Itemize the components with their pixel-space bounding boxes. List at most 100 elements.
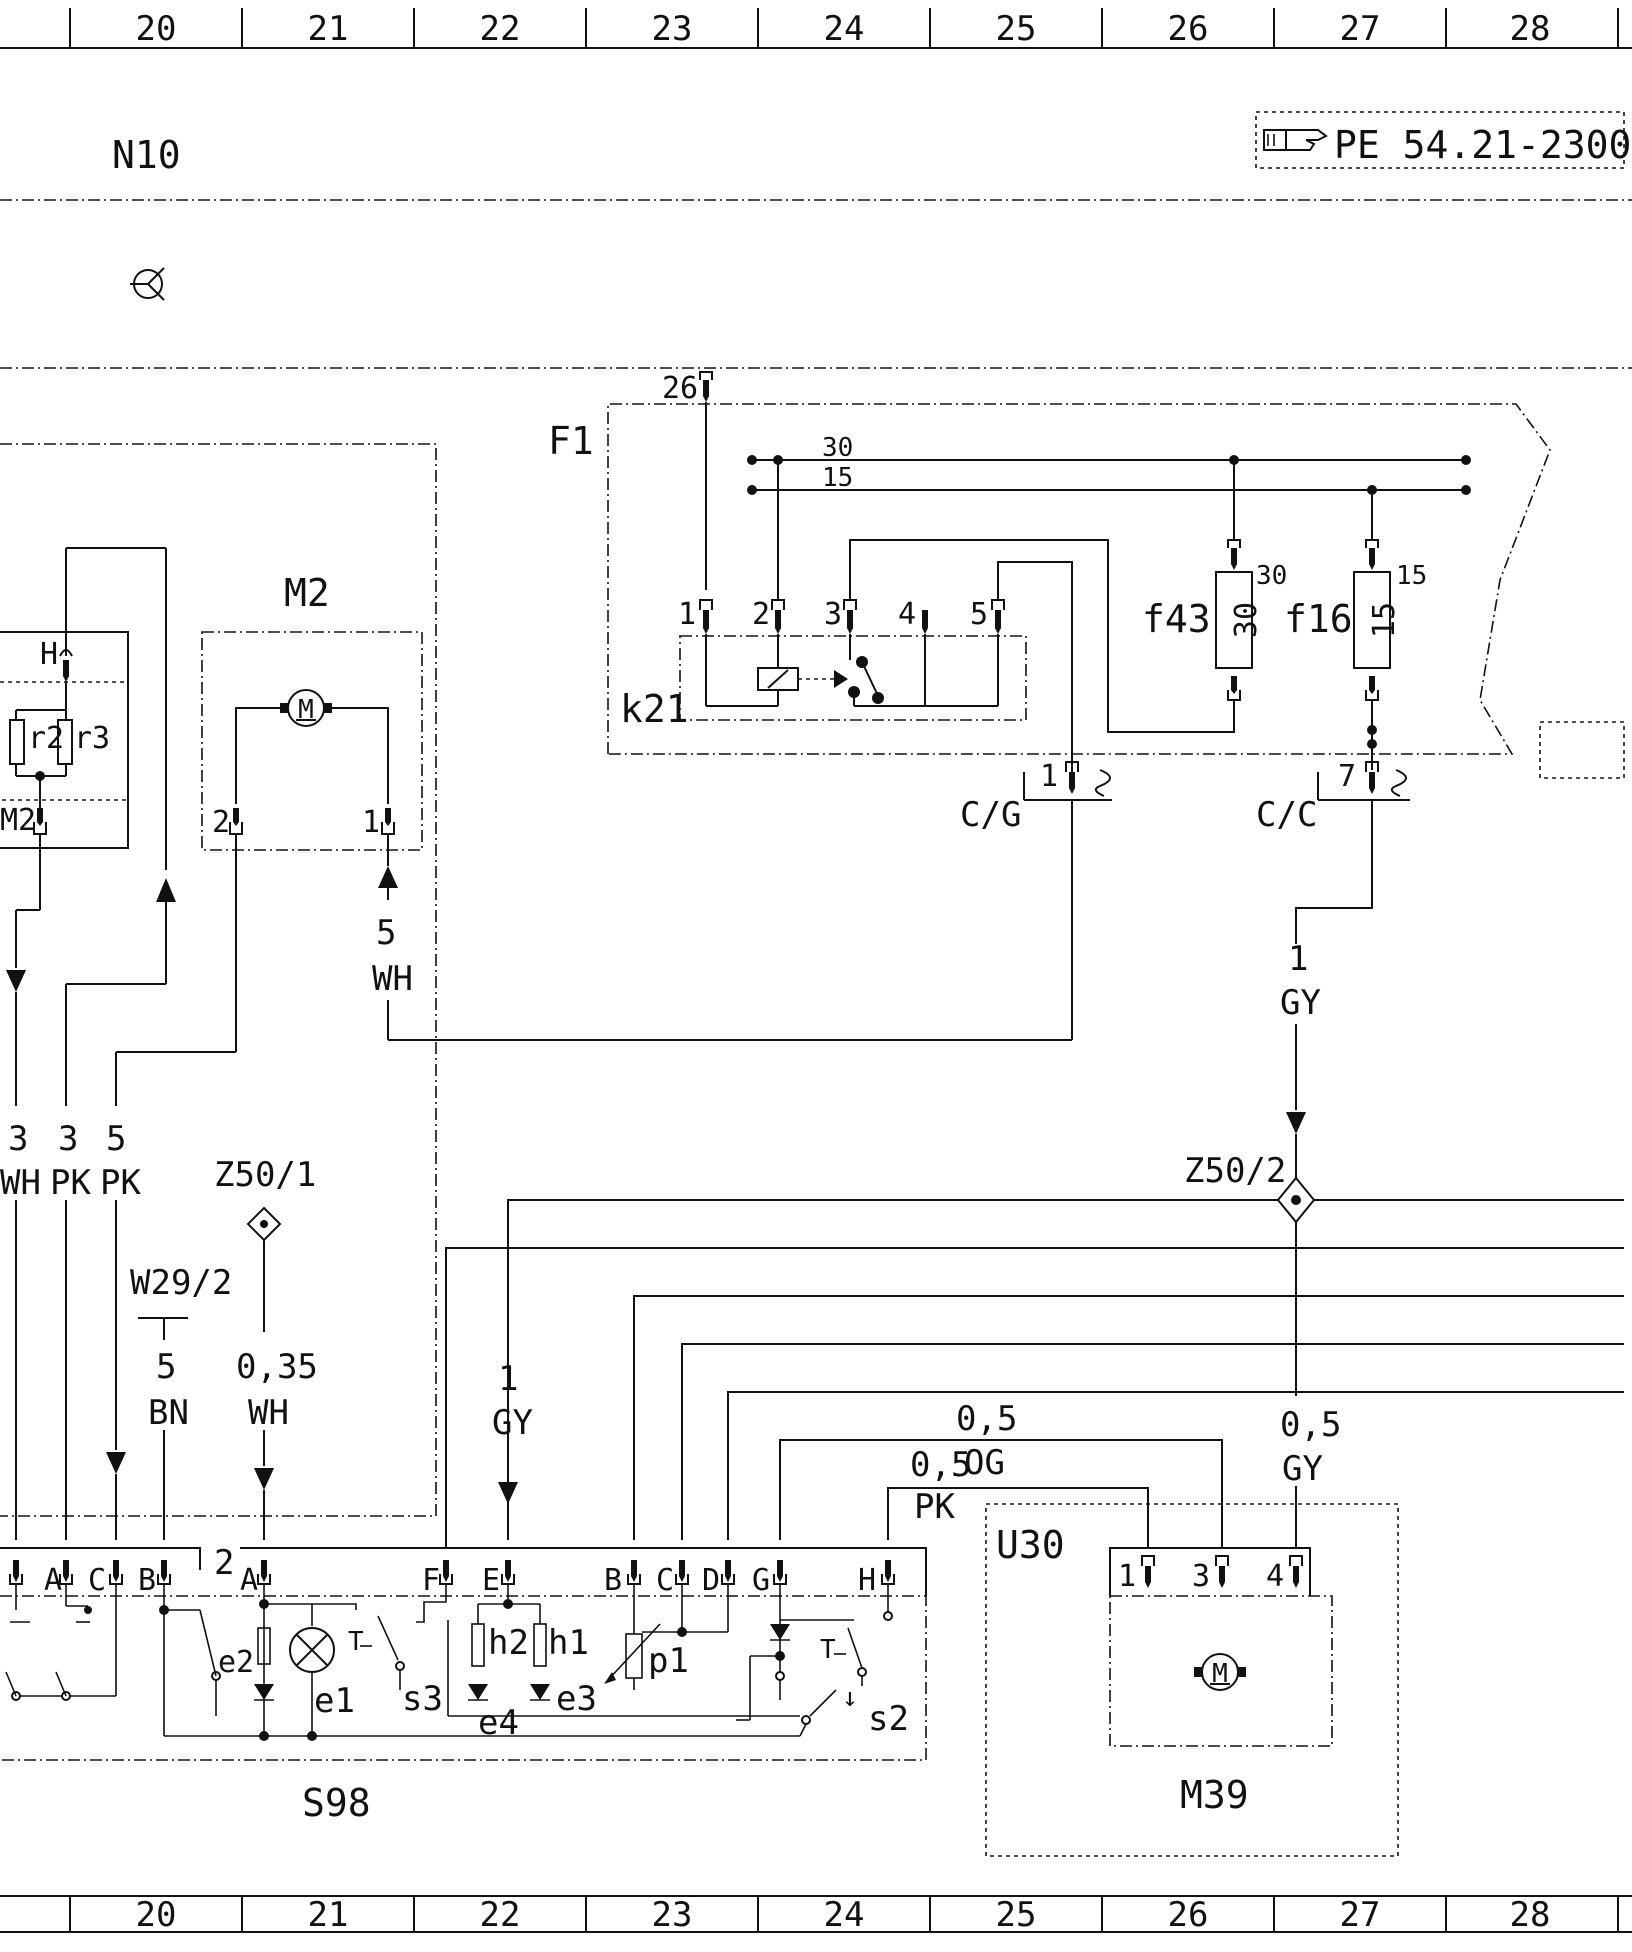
col-label-24: 24 [824,1895,865,1935]
col-label-27: 27 [1340,9,1381,49]
svg-text:E: E [482,1563,500,1598]
svg-text:B: B [604,1563,622,1598]
connector-cg: 1 C/G [960,759,1112,835]
svg-text:D: D [702,1563,720,1598]
gy-top-color: GY [1280,983,1321,1023]
col-label-27: 27 [1340,1895,1381,1935]
harness-lines: 1 GY 0,5 OG 0,5 PK [445,1199,1624,1548]
pk-size: 0,5 [910,1445,971,1485]
wire-2-color: PK [50,1163,91,1203]
svg-text:H: H [858,1563,876,1598]
svg-text:G: G [752,1563,770,1598]
top-column-ruler: 20 21 22 23 24 25 26 27 28 [0,8,1632,49]
s98-pin-group: 2 [214,1543,234,1583]
w29-2: W29/2 5 BN [130,1263,232,1540]
gy-mid-color: GY [492,1403,533,1443]
s3-label: s3 [402,1679,443,1719]
e4-label: e4 [478,1703,519,1743]
reference-text: PE 54.21-2300 [1334,123,1631,167]
z50-2-name: Z50/2 [1184,1151,1286,1191]
u30-pin-1: 1 [1118,1555,1155,1594]
h1-label: h1 [548,1623,589,1663]
fuse-f43-rating: 30 [1229,602,1264,638]
h2-label: h2 [488,1623,529,1663]
og-color: OG [964,1443,1005,1483]
motor-m2-symbol: M [298,695,314,725]
relay-pin-1: 1 [678,597,713,634]
fuse-box-f1: F1 26 30 15 k21 1 2 3 [548,371,1625,835]
motor-m2: M2 M 2 1 5 WH [115,571,1073,1106]
col-label-21: 21 [308,9,349,49]
svg-text:2: 2 [752,597,770,632]
wire-2-size: 3 [58,1119,78,1159]
s98-pin-g: G [752,1560,787,1598]
fuse-f16-name: f16 [1284,597,1353,641]
col-label-22: 22 [480,9,521,49]
gy-top-size: 1 [1288,939,1308,979]
pin-h-label: H [40,637,58,672]
gy-right-size: 0,5 [1280,1405,1341,1445]
svg-text:5: 5 [970,597,988,632]
wire-3-color: PK [100,1163,141,1203]
connector-cg-pin: 1 [1040,759,1058,794]
section-title: N10 [112,133,181,177]
fuse-box-name: F1 [548,419,594,463]
svg-text:T: T [348,1627,364,1657]
wire-1-color: WH [0,1163,41,1203]
svg-text:4: 4 [1266,1559,1284,1594]
relay-name: k21 [620,687,689,731]
w29-color: BN [148,1393,189,1433]
z50-1-size: 0,35 [236,1347,318,1387]
s98-left-pins: A C B [9,1560,171,1598]
connector-cg-label: C/G [960,795,1021,835]
svg-text:A: A [240,1563,258,1598]
og-size: 0,5 [956,1399,1017,1439]
col-label-26: 26 [1168,1895,1209,1935]
left-unit: H r2 r3 M2 [0,443,437,1517]
motor-m2-name: M2 [284,571,330,615]
header: N10 PE 54.21-2300 [0,111,1632,369]
reference-box [1255,111,1625,169]
svg-text:4: 4 [898,597,916,632]
u30-pin-3: 3 [1192,1555,1229,1594]
relay-pin-2: 2 [752,597,785,634]
gy-right-color: GY [1282,1449,1323,1489]
s98-pin-e: E [482,1560,515,1598]
col-label-20: 20 [136,1895,177,1935]
connector-cc-label: C/C [1256,795,1317,835]
svg-text:T: T [820,1635,836,1665]
svg-text:3: 3 [1192,1559,1210,1594]
svg-text:M: M [1212,1659,1228,1689]
ground-symbol-icon [130,267,165,301]
s98-pin-f: F [422,1560,453,1598]
col-label-25: 25 [996,9,1037,49]
motor-m39-name: M39 [1180,1773,1249,1817]
col-label-24: 24 [824,9,865,49]
z50-1-name: Z50/1 [214,1155,316,1195]
e1-label: e1 [314,1681,355,1721]
motor-m2-wire-size: 5 [376,913,396,953]
svg-text:C: C [656,1563,674,1598]
s98-pin-c: C [656,1560,689,1598]
relay-pin-3: 3 [824,597,857,634]
fuse-f16-terminal: 15 [1396,561,1427,591]
s98-pin-b: B [604,1560,641,1598]
svg-text:1: 1 [1118,1559,1136,1594]
z50-1-color: WH [248,1393,289,1433]
svg-text:↓: ↓ [842,1683,858,1713]
svg-text:C: C [88,1563,106,1598]
z50-1: Z50/1 0,35 WH [214,1155,318,1540]
u30-name: U30 [996,1523,1065,1567]
svg-text:3: 3 [824,597,842,632]
svg-text:A: A [44,1563,62,1598]
u30-pin-4: 4 [1266,1555,1303,1594]
p1-label: p1 [648,1641,689,1681]
pk-color: PK [914,1487,955,1527]
bottom-column-ruler: 20 21 22 23 24 25 26 27 28 [0,1895,1632,1935]
svg-text:F: F [422,1563,440,1598]
connector-cc: 7 C/C [1256,759,1410,835]
bus-30-label: 30 [822,433,853,463]
pin-26-label: 26 [662,371,698,406]
motor-m2-pin-right: 1 [362,805,380,840]
